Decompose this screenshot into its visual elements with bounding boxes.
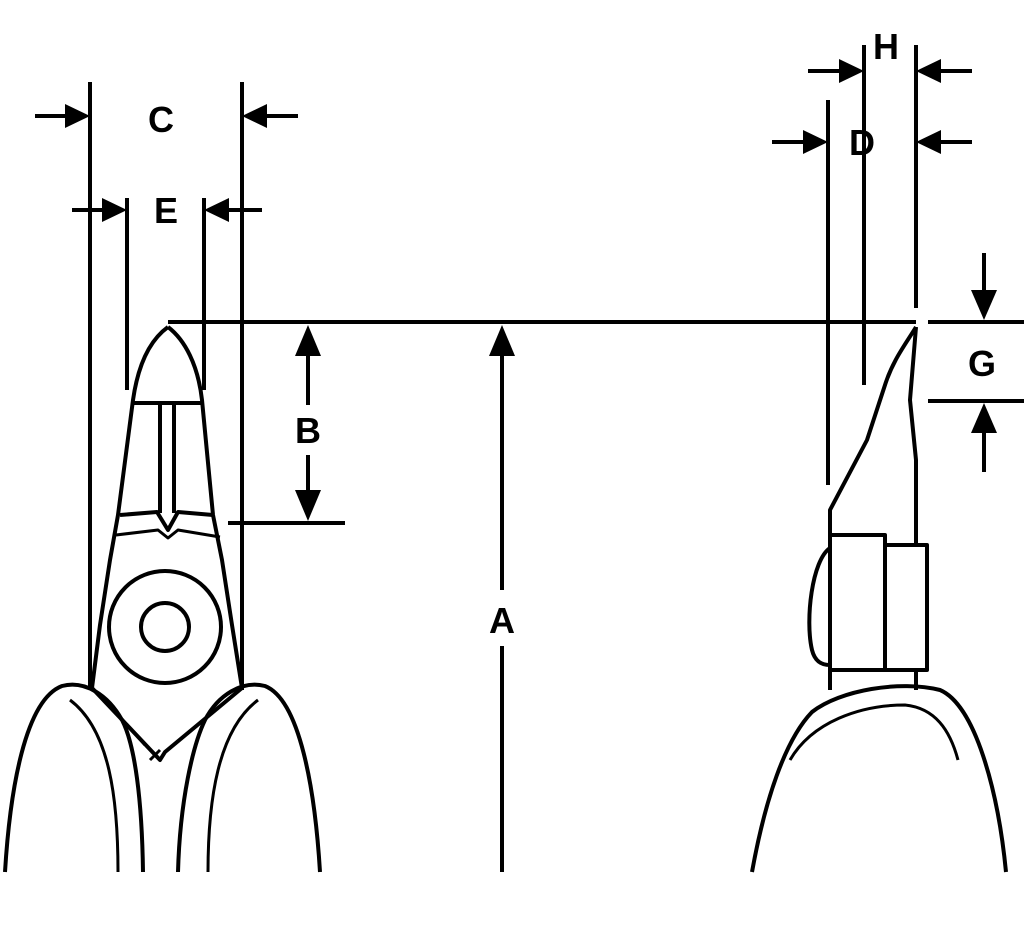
dimension-labels: C E B A H D G [148, 26, 996, 641]
side-tip-back [908, 326, 918, 545]
dimension-lines [35, 45, 1024, 872]
label-b: B [295, 410, 321, 451]
label-d: D [849, 122, 875, 163]
b-arrow-up-head [295, 325, 321, 356]
right-handle [176, 682, 322, 873]
c-arrow-right-head [242, 104, 267, 128]
jaw-band [119, 510, 214, 532]
label-h: H [873, 26, 899, 67]
side-pivot-plate [828, 533, 887, 672]
side-view-pliers [750, 325, 1008, 873]
side-pivot-plate-back [883, 543, 929, 672]
c-arrow-left-head [65, 104, 90, 128]
h-arrow-right-head [916, 59, 941, 83]
front-view-pliers [3, 325, 322, 873]
a-arrow-up-head [489, 325, 515, 356]
side-handle [750, 684, 1008, 873]
left-handle-inner [69, 698, 120, 873]
label-a: A [489, 600, 515, 641]
front-head-outline [90, 325, 170, 689]
label-g: G [968, 343, 996, 384]
side-tip-outline [828, 325, 918, 535]
d-arrow-left-head [803, 130, 828, 154]
label-c: C [148, 99, 174, 140]
pivot-inner [139, 601, 191, 653]
pivot-outer [107, 569, 223, 685]
throat-inner [103, 699, 162, 762]
left-handle [3, 682, 145, 873]
side-handle-inner [788, 703, 960, 761]
jaw-band-lower [115, 528, 221, 540]
right-handle-inner [206, 698, 259, 873]
e-arrow-left-head [102, 198, 127, 222]
front-head-outline-right [166, 325, 244, 689]
h-arrow-left-head [839, 59, 864, 83]
g-arrow-down-head [971, 290, 997, 320]
label-e: E [154, 190, 178, 231]
e-arrow-right-head [204, 198, 229, 222]
d-arrow-right-head [916, 130, 941, 154]
side-pivot-cap [807, 546, 832, 667]
b-arrow-down-head [295, 490, 321, 521]
g-arrow-up-head [971, 403, 997, 433]
